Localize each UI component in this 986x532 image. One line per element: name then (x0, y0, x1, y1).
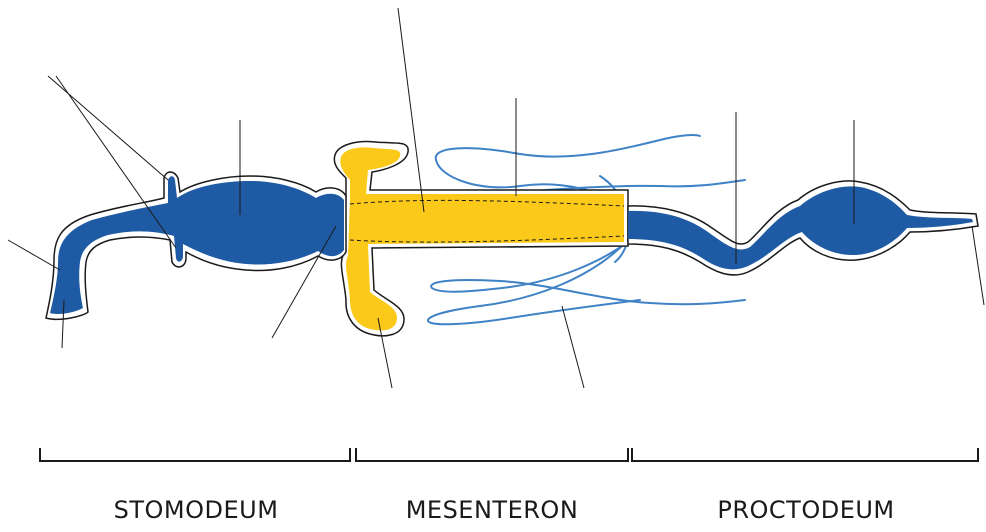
leader-gastric-caeca (377, 317, 393, 389)
label-mesenteron: MESENTERON (406, 496, 579, 524)
bracket-mesenteron (355, 448, 629, 462)
bracket-stomodeum (39, 448, 351, 462)
bracket-proctodeum (631, 448, 979, 462)
midgut-body (340, 147, 624, 331)
leader-malpighian (561, 305, 585, 389)
hindgut-body (628, 186, 973, 270)
label-stomodeum: STOMODEUM (114, 496, 279, 524)
leader-mouth (61, 299, 65, 349)
leader-salivary-a (47, 75, 169, 181)
tubule-lower-1 (430, 241, 746, 306)
foregut (45, 171, 347, 321)
region-brackets (39, 448, 979, 462)
leader-midgut (397, 7, 425, 213)
leader-pharynx (7, 239, 61, 271)
leader-lines (7, 7, 985, 389)
tubule-upper-1 (434, 134, 701, 209)
foregut-body (50, 176, 344, 315)
leader-salivary-b (55, 75, 177, 249)
hindgut (627, 180, 979, 276)
region-labels: STOMODEUM MESENTERON PROCTODEUM (114, 496, 895, 524)
tubule-lower-2 (427, 239, 641, 326)
leader-proventriculus (271, 225, 337, 339)
label-proctodeum: PROCTODEUM (717, 496, 894, 524)
leader-anus (971, 225, 985, 306)
